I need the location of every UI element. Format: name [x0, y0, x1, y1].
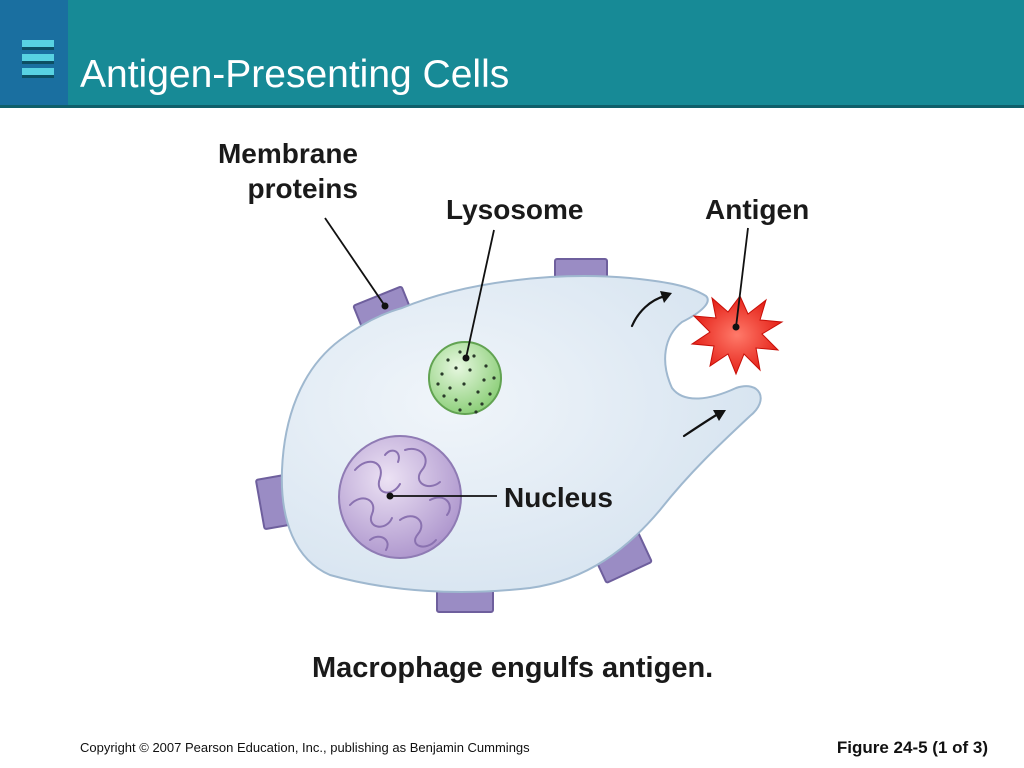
nucleus-leader-dot [386, 492, 394, 500]
arrow-upper-head [660, 291, 672, 303]
label-membrane-line2: proteins [248, 173, 358, 204]
leader-lines [324, 217, 749, 500]
header-divider [0, 105, 1024, 108]
slide-menu-icon [22, 40, 54, 92]
lysosome [428, 341, 502, 415]
membrane-leader-dot [381, 302, 389, 310]
copyright-notice: Copyright © 2007 Pearson Education, Inc.… [80, 740, 530, 755]
membrane-leader [324, 217, 386, 307]
arrow-lower [682, 412, 720, 438]
slide-header [0, 0, 1024, 105]
antigen-leader-dot [732, 323, 740, 331]
label-membrane-line1: Membrane [218, 138, 358, 169]
engulf-arrows [630, 291, 726, 438]
figure-reference: Figure 24-5 (1 of 3) [836, 738, 988, 757]
antigen-leader [735, 227, 749, 328]
header-side-panel [0, 0, 68, 105]
nucleus [338, 435, 462, 559]
label-antigen: Antigen [705, 194, 809, 225]
label-lysosome: Lysosome [446, 194, 583, 225]
lysosome-leader [465, 229, 495, 359]
antigen [690, 295, 784, 376]
slide-title: Antigen-Presenting Cells [80, 53, 510, 96]
arrow-upper [630, 294, 667, 328]
figure-caption: Macrophage engulfs antigen. [312, 652, 714, 684]
label-nucleus: Nucleus [504, 482, 613, 513]
lysosome-leader-dot [462, 354, 470, 362]
arrow-lower-head [713, 410, 726, 421]
